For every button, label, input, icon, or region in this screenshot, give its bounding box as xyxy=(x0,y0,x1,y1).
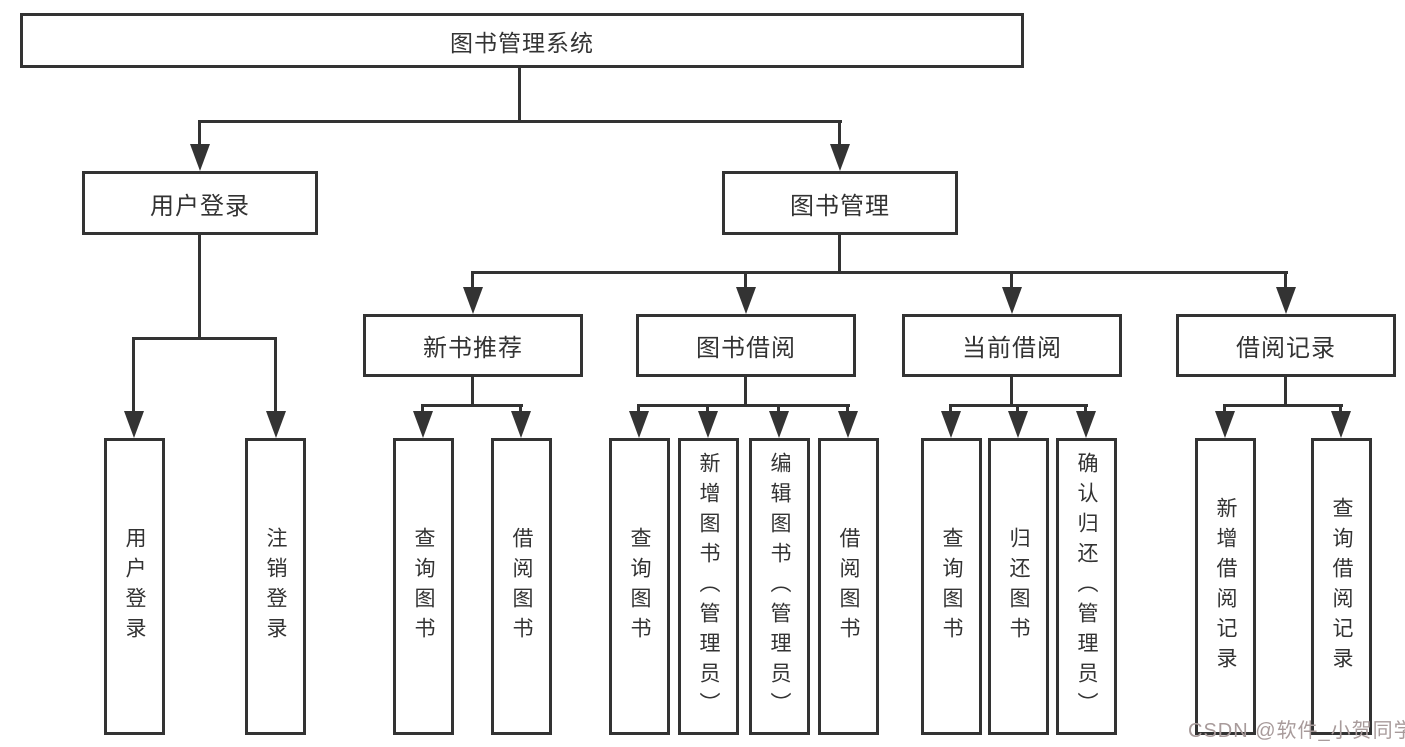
node-book-borrowing: 图书借阅 xyxy=(636,314,856,377)
node-label: 编辑图书（管理员） xyxy=(768,451,791,722)
node-new-book-recommendation: 新书推荐 xyxy=(363,314,583,377)
csdn-watermark: CSDN @软件_小贺同学 xyxy=(1188,720,1405,742)
connector-line xyxy=(838,120,841,146)
node-book-management: 图书管理 xyxy=(722,171,958,235)
connector-line xyxy=(199,120,842,123)
arrow-down-icon xyxy=(1331,411,1351,438)
node-label: 借阅图书 xyxy=(510,526,533,647)
connector-line xyxy=(846,404,849,412)
leaf-edit-books-admin: 编辑图书（管理员） xyxy=(749,438,810,735)
node-label: 新书推荐 xyxy=(423,335,523,362)
connector-line xyxy=(1339,404,1342,412)
arrow-down-icon xyxy=(698,411,718,438)
node-label: 当前借阅 xyxy=(962,335,1062,362)
node-label: 借阅图书 xyxy=(837,526,860,647)
connector-line xyxy=(422,404,523,407)
node-label: 确认归还（管理员） xyxy=(1075,451,1098,722)
arrow-down-icon xyxy=(124,411,144,438)
node-label: 用户登录 xyxy=(150,192,250,220)
connector-line xyxy=(132,337,135,413)
connector-line xyxy=(1016,404,1019,412)
arrow-down-icon xyxy=(830,144,850,171)
arrow-down-icon xyxy=(1276,287,1296,314)
connector-line xyxy=(638,404,850,407)
connector-line xyxy=(1010,271,1013,289)
arrow-down-icon xyxy=(413,411,433,438)
node-label: 查询图书 xyxy=(628,526,651,647)
node-label: 查询图书 xyxy=(412,526,435,647)
node-label: 查询借阅记录 xyxy=(1330,496,1353,677)
leaf-logout: 注销登录 xyxy=(245,438,306,735)
node-label: 图书借阅 xyxy=(696,335,796,362)
connector-line xyxy=(1010,377,1013,405)
arrow-down-icon xyxy=(511,411,531,438)
node-root-library-management-system: 图书管理系统 xyxy=(20,13,1024,68)
connector-line xyxy=(744,271,747,289)
leaf-return-books: 归还图书 xyxy=(988,438,1049,735)
arrow-down-icon xyxy=(941,411,961,438)
connector-line xyxy=(421,404,424,412)
arrow-down-icon xyxy=(629,411,649,438)
node-borrowing-records: 借阅记录 xyxy=(1176,314,1396,377)
arrow-down-icon xyxy=(266,411,286,438)
leaf-confirm-return-admin: 确认归还（管理员） xyxy=(1056,438,1117,735)
arrow-down-icon xyxy=(1215,411,1235,438)
node-label: 查询图书 xyxy=(940,526,963,647)
leaf-borrow-books: 借阅图书 xyxy=(818,438,879,735)
connector-line xyxy=(471,271,1288,274)
node-label: 图书管理系统 xyxy=(450,29,594,56)
connector-line xyxy=(838,235,841,273)
leaf-query-books: 查询图书 xyxy=(393,438,454,735)
node-label: 新增借阅记录 xyxy=(1214,496,1237,677)
node-label: 新增图书（管理员） xyxy=(697,451,720,722)
arrow-down-icon xyxy=(1076,411,1096,438)
connector-line xyxy=(198,120,201,146)
leaf-borrow-books: 借阅图书 xyxy=(491,438,552,735)
arrow-down-icon xyxy=(736,287,756,314)
connector-line xyxy=(1284,377,1287,405)
connector-line xyxy=(198,235,201,338)
leaf-add-books-admin: 新增图书（管理员） xyxy=(678,438,739,735)
connector-line xyxy=(1084,404,1087,412)
leaf-user-login: 用户登录 xyxy=(104,438,165,735)
connector-line xyxy=(637,404,640,412)
connector-line xyxy=(744,377,747,405)
arrow-down-icon xyxy=(1008,411,1028,438)
arrow-down-icon xyxy=(463,287,483,314)
node-label: 借阅记录 xyxy=(1236,335,1336,362)
connector-line xyxy=(519,404,522,412)
node-label: 归还图书 xyxy=(1007,526,1030,647)
leaf-query-books: 查询图书 xyxy=(921,438,982,735)
leaf-query-books: 查询图书 xyxy=(609,438,670,735)
node-label: 注销登录 xyxy=(264,526,287,647)
leaf-add-borrow-record: 新增借阅记录 xyxy=(1195,438,1256,735)
connector-line xyxy=(777,404,780,412)
arrow-down-icon xyxy=(838,411,858,438)
connector-line xyxy=(133,337,277,340)
node-label: 用户登录 xyxy=(123,526,146,647)
node-label: 图书管理 xyxy=(790,192,890,220)
connector-line xyxy=(1224,404,1343,407)
connector-line xyxy=(1284,271,1287,289)
connector-line xyxy=(274,337,277,413)
arrow-down-icon xyxy=(769,411,789,438)
leaf-query-borrow-record: 查询借阅记录 xyxy=(1311,438,1372,735)
connector-line xyxy=(518,68,521,121)
arrow-down-icon xyxy=(190,144,210,171)
connector-line xyxy=(950,404,1088,407)
node-user-login: 用户登录 xyxy=(82,171,318,235)
connector-line xyxy=(949,404,952,412)
connector-line xyxy=(471,271,474,289)
connector-line xyxy=(471,377,474,405)
connector-line xyxy=(1223,404,1226,412)
connector-line xyxy=(706,404,709,412)
arrow-down-icon xyxy=(1002,287,1022,314)
node-current-borrowing: 当前借阅 xyxy=(902,314,1122,377)
